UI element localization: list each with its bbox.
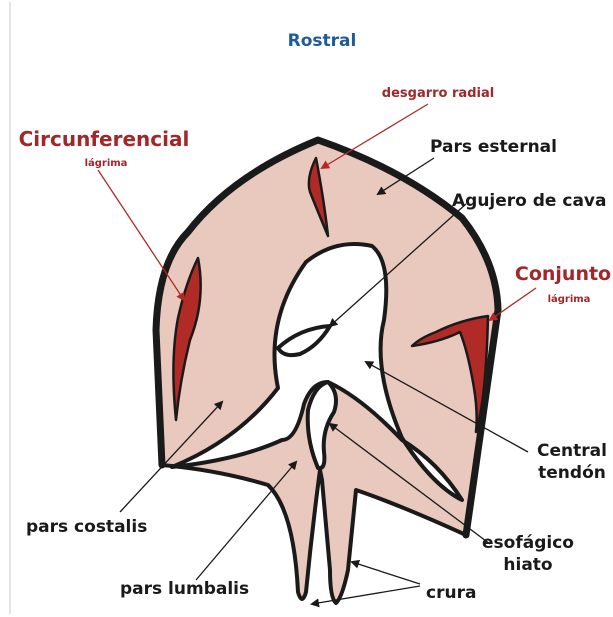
pars-lumbalis-label: pars lumbalis (120, 579, 249, 599)
crura-leader-left (312, 586, 420, 604)
combined-label: Conjunto (515, 263, 611, 285)
radial-tear-label: desgarro radial (382, 86, 494, 101)
combined-sub-label: lágrima (548, 293, 591, 305)
central-tendon-label-1: Central (537, 441, 607, 461)
circumferential-tear-leader (98, 170, 184, 300)
radial-tear-leader (322, 104, 428, 168)
central-tendon-label-2: tendón (538, 463, 606, 483)
pars-costalis-label: pars costalis (26, 517, 147, 537)
circumferential-sub-label: lágrima (85, 157, 128, 169)
title-rostral: Rostral (288, 31, 357, 51)
crura-leader-right (352, 562, 420, 584)
pars-sternal-label: Pars esternal (430, 137, 557, 157)
esophageal-hiatus-label-1: esofágico (482, 533, 574, 553)
crura-label: crura (426, 583, 476, 603)
esophageal-hiatus-label-2: hiato (503, 555, 552, 575)
circumferential-label: Circunferencial (19, 127, 190, 151)
caval-foramen-label: Agujero de cava (452, 191, 607, 211)
